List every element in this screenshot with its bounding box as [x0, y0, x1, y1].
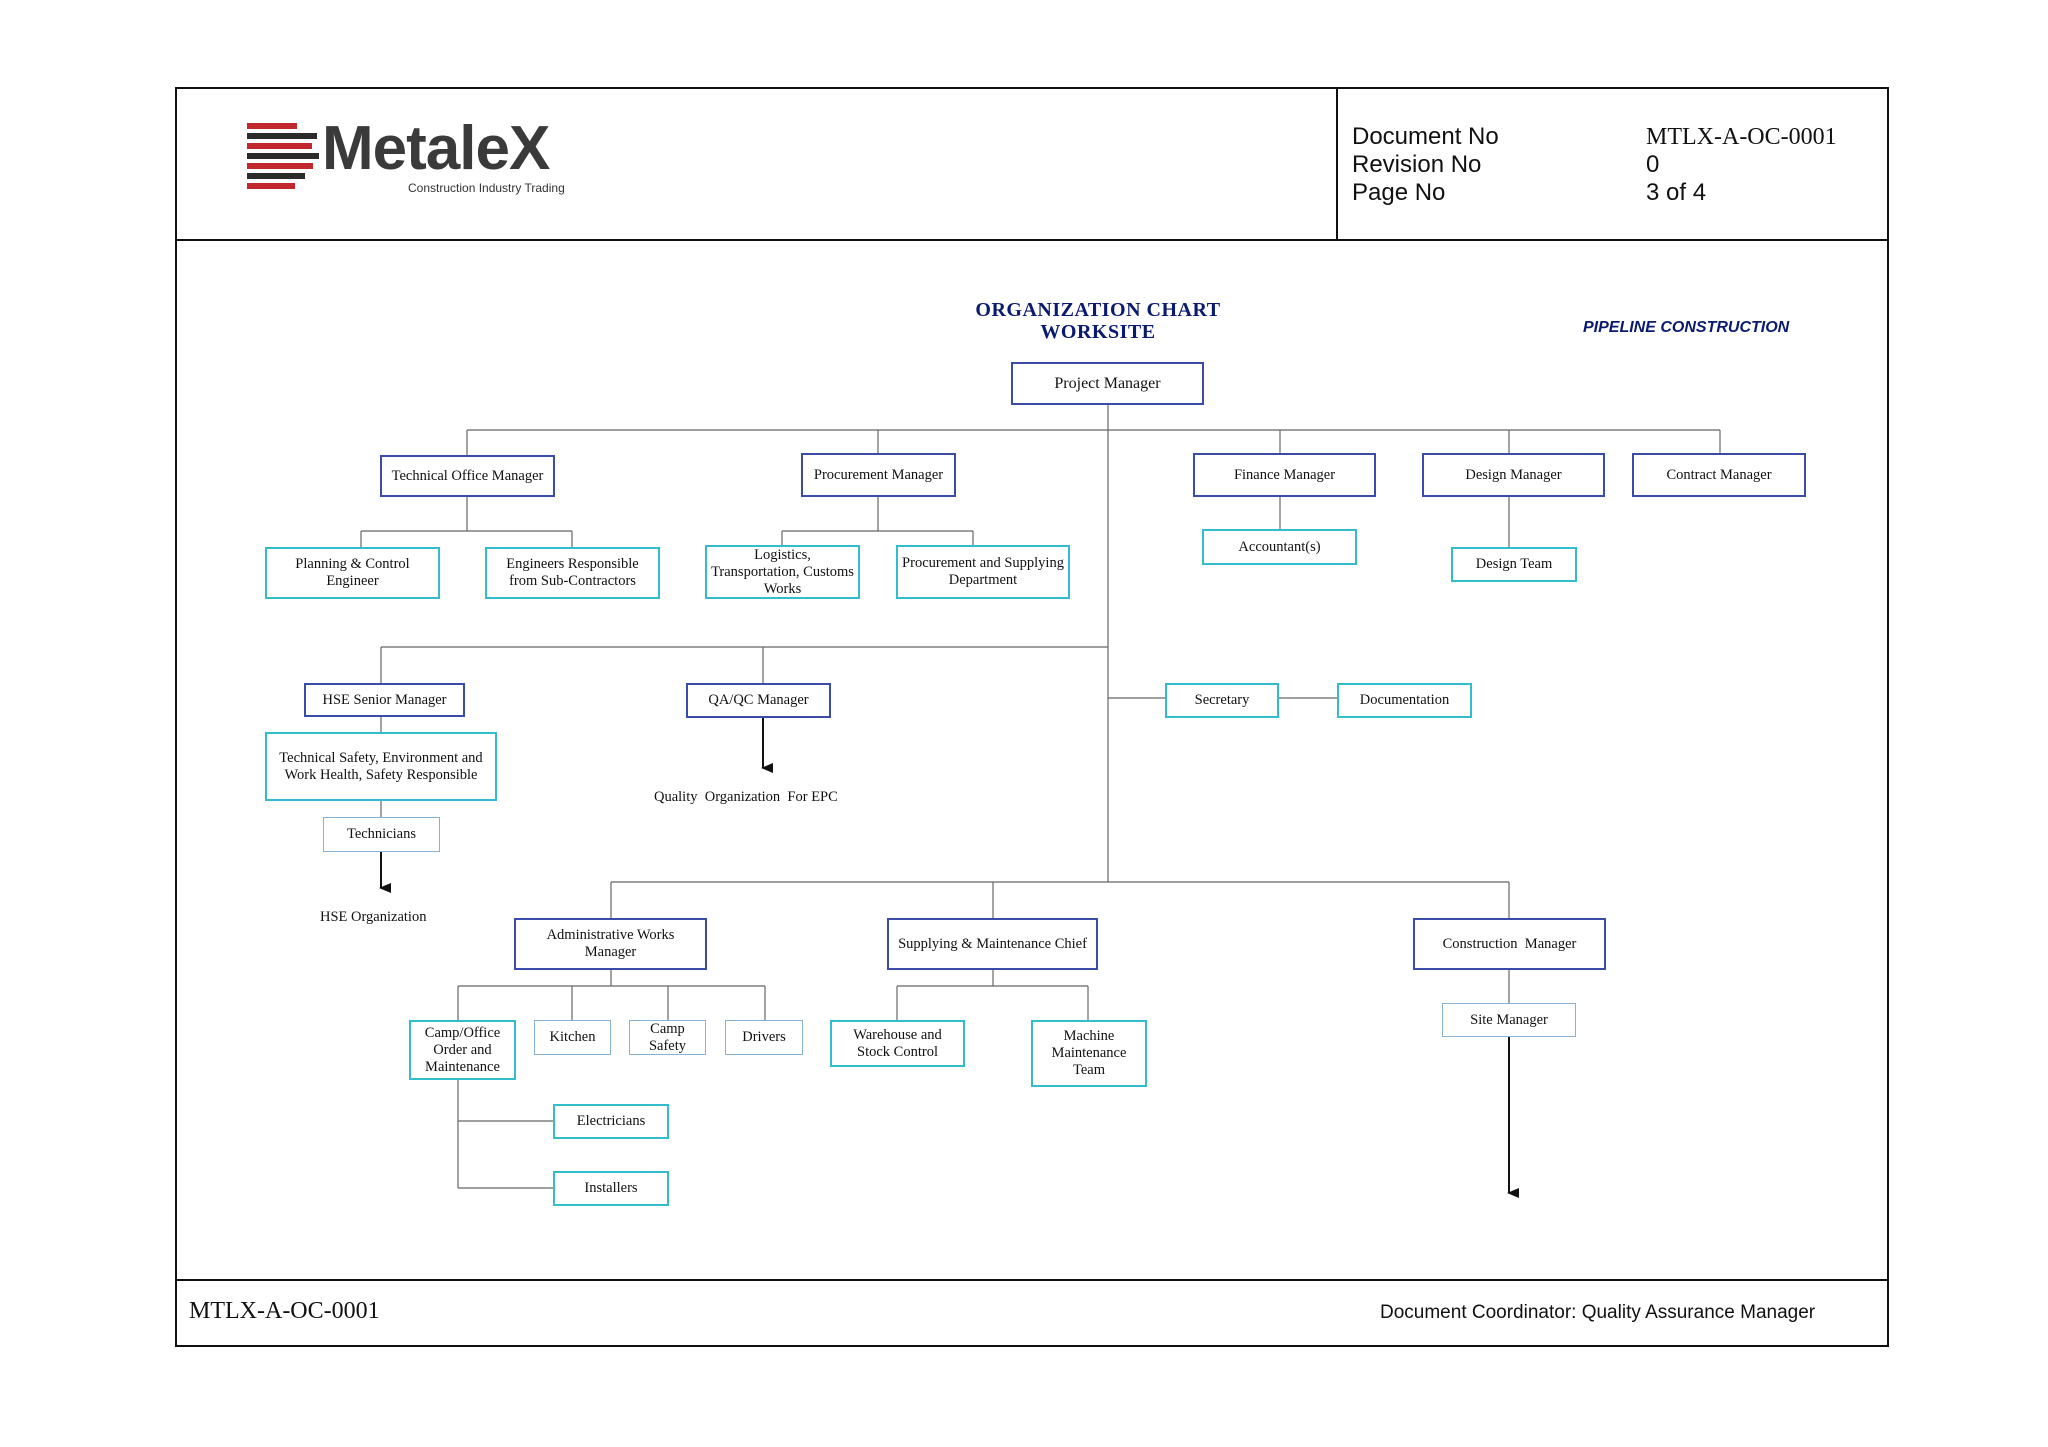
page-no-value: 3 of 4 — [1646, 179, 1707, 206]
footer-doc-code: MTLX-A-OC-0001 — [189, 1298, 380, 1324]
node-machine-maintenance: Machine Maintenance Team — [1031, 1020, 1147, 1087]
node-logistics: Logistics, Transportation, Customs Works — [705, 545, 860, 599]
chart-title-line1: ORGANIZATION CHART — [975, 299, 1221, 321]
node-technicians: Technicians — [323, 817, 440, 852]
header-divider — [175, 239, 1889, 241]
node-camp-safety: Camp Safety — [629, 1020, 706, 1055]
node-supplying-maintenance-chief: Supplying & Maintenance Chief — [887, 918, 1098, 970]
label-hse-organization: HSE Organization — [320, 909, 427, 925]
node-construction-manager: Construction Manager — [1413, 918, 1606, 970]
chart-title-line2: WORKSITE — [1040, 321, 1156, 343]
node-design-team: Design Team — [1451, 547, 1577, 582]
node-procurement-supplying: Procurement and Supplying Department — [896, 545, 1070, 599]
node-administrative-works-manager: Administrative Works Manager — [514, 918, 707, 970]
node-site-manager: Site Manager — [1442, 1003, 1576, 1037]
footer-divider — [175, 1279, 1889, 1281]
node-camp-office: Camp/Office Order and Maintenance — [409, 1020, 516, 1080]
document-no-value: MTLX-A-OC-0001 — [1646, 124, 1837, 150]
revision-no-label: Revision No — [1352, 151, 1482, 178]
node-planning-control-engineer: Planning & Control Engineer — [265, 547, 440, 599]
node-electricians: Electricians — [553, 1104, 669, 1139]
footer-coordinator: Document Coordinator: Quality Assurance … — [1380, 1302, 1816, 1323]
node-documentation: Documentation — [1337, 683, 1472, 718]
node-secretary: Secretary — [1165, 683, 1279, 718]
node-contract-manager: Contract Manager — [1632, 453, 1806, 497]
node-drivers: Drivers — [725, 1020, 803, 1055]
node-accountants: Accountant(s) — [1202, 529, 1357, 565]
revision-no-value: 0 — [1646, 151, 1660, 178]
node-design-manager: Design Manager — [1422, 453, 1605, 497]
header-column-divider — [1336, 87, 1338, 241]
document-no-label: Document No — [1352, 123, 1499, 150]
label-quality-organization: Quality Organization For EPC — [654, 789, 838, 805]
logo-tagline: Construction Industry Trading — [408, 181, 565, 195]
node-qaqc-manager: QA/QC Manager — [686, 683, 831, 718]
node-project-manager: Project Manager — [1011, 362, 1204, 405]
node-kitchen: Kitchen — [534, 1020, 611, 1055]
node-warehouse: Warehouse and Stock Control — [830, 1020, 965, 1067]
node-hse-senior-manager: HSE Senior Manager — [304, 683, 465, 717]
chart-subtitle: PIPELINE CONSTRUCTION — [1583, 319, 1790, 336]
logo-wordmark: MetaleX — [322, 114, 550, 183]
chart-title: ORGANIZATION CHART WORKSITE — [928, 299, 1268, 343]
node-installers: Installers — [553, 1171, 669, 1206]
node-procurement-manager: Procurement Manager — [801, 453, 956, 497]
node-technical-office-manager: Technical Office Manager — [380, 455, 555, 497]
node-finance-manager: Finance Manager — [1193, 453, 1376, 497]
node-technical-safety: Technical Safety, Environment and Work H… — [265, 732, 497, 801]
document-frame — [175, 87, 1889, 1347]
node-engineers-responsible: Engineers Responsible from Sub-Contracto… — [485, 547, 660, 599]
page-no-label: Page No — [1352, 179, 1446, 206]
